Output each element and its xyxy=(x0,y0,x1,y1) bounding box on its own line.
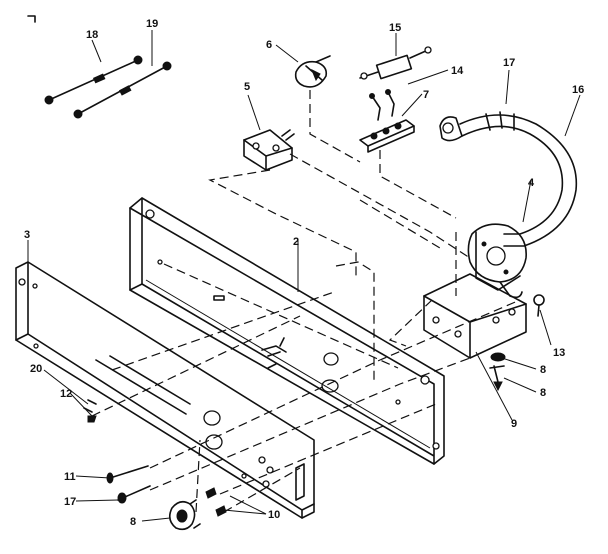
callout-14: 14 xyxy=(451,65,464,77)
hose-part-16-17 xyxy=(439,69,581,247)
callout-17b: 17 xyxy=(64,496,76,508)
screw-part-8b xyxy=(489,365,537,393)
callout-18: 18 xyxy=(86,29,98,41)
callout-17: 17 xyxy=(503,57,515,69)
screw-part-11 xyxy=(75,465,149,484)
wires-part-14 xyxy=(369,69,449,121)
callout-9: 9 xyxy=(511,418,517,430)
callout-3: 3 xyxy=(24,229,30,241)
switch-part-5 xyxy=(243,94,295,171)
callout-19: 19 xyxy=(146,18,158,30)
callout-labels: 18 19 6 15 14 17 5 7 16 4 3 2 13 8 8 20 … xyxy=(24,18,584,528)
screw-part-17b xyxy=(75,485,151,504)
callout-8a: 8 xyxy=(540,364,546,376)
callout-20: 20 xyxy=(30,363,42,375)
callout-5: 5 xyxy=(244,81,250,93)
wire-jumper-18 xyxy=(44,39,143,105)
callout-6: 6 xyxy=(266,39,272,51)
resistor-part-15 xyxy=(359,33,432,80)
screw-part-13 xyxy=(533,294,552,346)
corner-mark xyxy=(27,15,36,23)
callout-12: 12 xyxy=(60,388,72,400)
terminal-block-part-7 xyxy=(359,93,423,153)
valve-part-4 xyxy=(467,179,532,299)
knob-part-8 xyxy=(141,499,201,531)
bracket-part-9 xyxy=(423,273,527,421)
callout-8b: 8 xyxy=(540,387,546,399)
callout-15: 15 xyxy=(389,22,401,34)
wiring-harness-paths xyxy=(91,90,521,513)
callout-13: 13 xyxy=(553,347,565,359)
fasteners-part-10 xyxy=(205,487,267,517)
wire-jumper-19 xyxy=(73,30,172,119)
callout-10: 10 xyxy=(268,509,280,521)
nut-part-8a xyxy=(490,352,537,370)
callout-16: 16 xyxy=(572,84,584,96)
callout-7: 7 xyxy=(423,89,429,101)
callout-11: 11 xyxy=(64,471,76,483)
callout-4: 4 xyxy=(528,177,535,189)
front-panel-part-3 xyxy=(15,240,315,519)
rear-panel-part-2 xyxy=(129,197,445,465)
clamp-part-6 xyxy=(275,44,331,88)
callout-8c: 8 xyxy=(130,516,136,528)
callout-2: 2 xyxy=(293,236,299,248)
